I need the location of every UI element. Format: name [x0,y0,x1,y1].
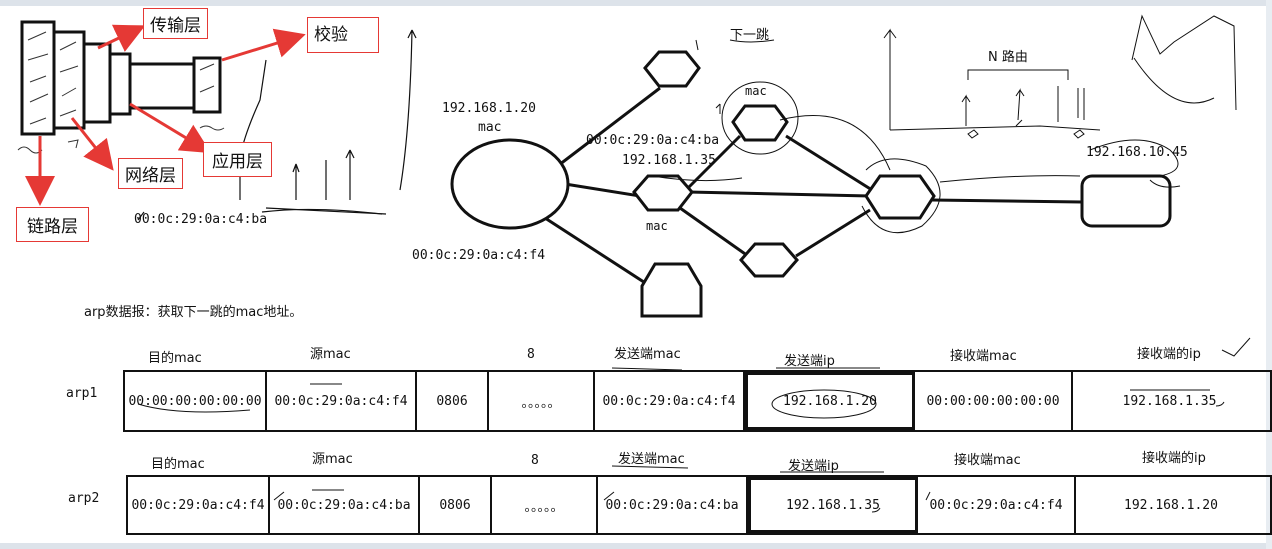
n-routes-label: N 路由 [988,50,1028,65]
arp1-header-recv-mac: 接收端mac [950,349,1017,364]
host-mac-label: mac [478,120,502,135]
router-mac-label: mac [646,219,668,233]
arp1-header-dest-mac: 目的mac [148,351,202,366]
left-mac-address: 00:0c:29:0a:c4:ba [134,212,268,227]
arp1-dest-mac: 00:00:00:00:00:00 [125,372,267,430]
arp2-header-sender-mac: 发送端mac [618,452,685,467]
arp1-ellipsis: 。。。。。 [489,372,595,430]
arp2-row: 00:0c:29:0a:c4:f4 00:0c:29:0a:c4:ba 0806… [126,475,1272,535]
dest-ip: 192.168.10.45 [1086,145,1188,160]
router-ip: 192.168.1.35 [622,153,716,168]
arp1-header-recv-ip: 接收端的ip [1137,347,1201,362]
arp2-header-sender-ip: 发送端ip [788,459,839,474]
window-bottom-border [0,543,1272,549]
host-ip: 192.168.1.20 [442,101,536,116]
arp1-frame-type: 0806 [417,372,489,430]
mac-top-label: mac [745,84,767,98]
arp2-header-src-mac: 源mac [312,452,353,467]
arp2-header-recv-mac: 接收端mac [954,453,1021,468]
arp1-recv-mac: 00:00:00:00:00:00 [915,372,1073,430]
arp2-recv-ip: 192.168.1.20 [1124,497,1218,513]
connector-drawing [20,20,222,136]
arp1-recv-ip: 192.168.1.35 [1122,393,1217,409]
next-hop-label: 下一跳 [730,28,770,43]
arp2-src-mac: 00:0c:29:0a:c4:ba [270,477,420,533]
window-right-border [1266,0,1272,549]
arp2-dest-mac: 00:0c:29:0a:c4:f4 [128,477,270,533]
host-mac: 00:0c:29:0a:c4:f4 [412,248,546,263]
arp1-header-sender-mac: 发送端mac [614,347,681,362]
arp1-row: 00:00:00:00:00:00 00:0c:29:0a:c4:f4 0806… [123,370,1272,432]
arp2-row-label: arp2 [68,491,100,506]
arp2-header-recv-ip: 接收端的ip [1142,451,1206,466]
arp-note: arp数据报：获取下一跳的mac地址。 [84,305,303,320]
network-links [544,86,1083,288]
callout-application-layer: 应用层 [203,142,272,177]
arp1-src-mac: 00:0c:29:0a:c4:f4 [267,372,417,430]
arp2-ellipsis: 。。。。。 [492,477,598,533]
arp2-frame-type: 0806 [420,477,492,533]
arp1-header-sender-ip: 发送端ip [784,354,835,369]
arp2-sender-ip: 192.168.1.35 [748,477,918,533]
callout-transport-layer: 传输层 [143,8,208,39]
host-ellipse [450,138,570,230]
arp1-header-src-mac: 源mac [310,347,351,362]
callout-link-layer: 链路层 [16,207,89,242]
arp1-row-label: arp1 [66,386,98,401]
arp2-recv-mac: 00:0c:29:0a:c4:f4 [918,477,1076,533]
router-hexagons [632,50,936,318]
arp1-header-eight: 8 [527,347,535,362]
arp2-header-eight: 8 [531,453,539,468]
arp2-header-dest-mac: 目的mac [151,457,205,472]
arp1-sender-mac: 00:0c:29:0a:c4:f4 [595,372,745,430]
window-top-border [0,0,1272,6]
router-mac: 00:0c:29:0a:c4:ba [586,133,720,148]
callout-check: 校验 [307,17,379,53]
arp2-sender-mac: 00:0c:29:0a:c4:ba [598,477,748,533]
callout-network-layer: 网络层 [118,158,183,189]
destination-box [1080,174,1172,228]
arp1-sender-ip: 192.168.1.20 [745,372,915,430]
